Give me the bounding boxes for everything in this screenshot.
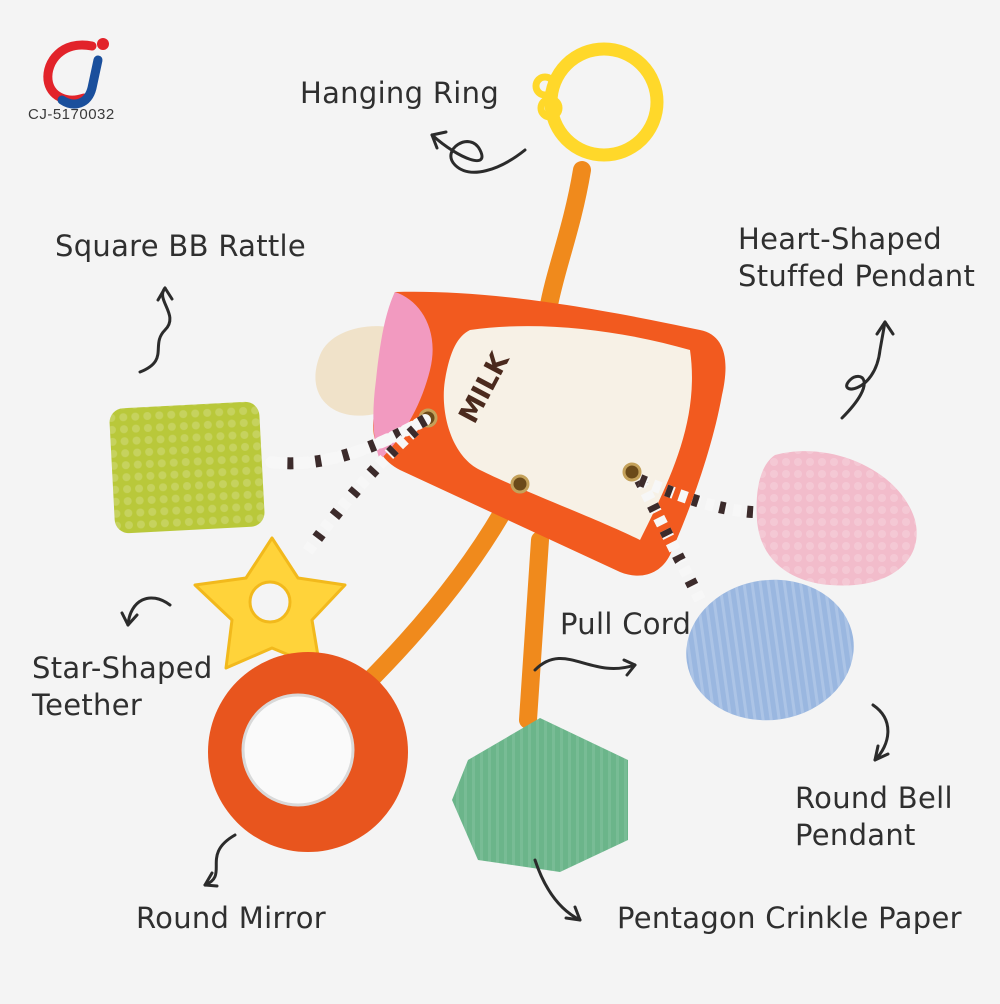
label-pull-cord: Pull Cord <box>560 607 692 641</box>
label-pentagon: Pentagon Crinkle Paper <box>617 901 962 935</box>
square-rattle <box>109 401 265 534</box>
brand-logo <box>43 38 109 109</box>
round-mirror <box>208 652 408 852</box>
heart-pendant <box>756 451 917 586</box>
label-heart-line2: Stuffed Pendant <box>738 259 976 293</box>
label-square-rattle: Square BB Rattle <box>55 229 307 263</box>
sku-code: CJ-5170032 <box>28 106 115 123</box>
label-round-bell-line1: Round Bell <box>795 781 953 815</box>
label-round-mirror: Round Mirror <box>136 901 327 935</box>
label-round-bell-line2: Pendant <box>795 818 916 852</box>
label-hanging-ring: Hanging Ring <box>300 76 500 110</box>
label-heart-line1: Heart-Shaped <box>738 222 942 256</box>
annotation-arrows <box>120 130 895 922</box>
label-star-line1: Star-Shaped <box>32 651 213 685</box>
round-bell <box>686 579 854 721</box>
milk-bottle: MILK <box>373 291 726 576</box>
label-star-line2: Teether <box>32 688 143 722</box>
star-teether <box>193 536 347 670</box>
hanging-ring <box>532 42 664 162</box>
striped-ribbons <box>264 414 776 603</box>
pentagon-crinkle <box>452 718 628 872</box>
